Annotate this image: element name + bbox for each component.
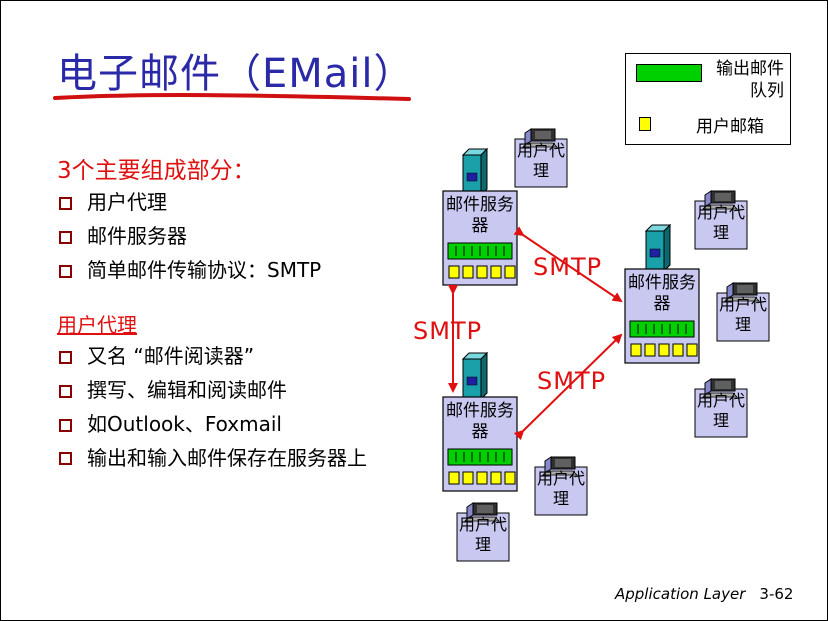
user-agent-4 — [694, 378, 748, 438]
mailbox-legend-label: 用户邮箱 — [696, 117, 764, 137]
mail-server-bottom — [442, 352, 518, 492]
mail-server-right — [624, 224, 700, 364]
page-number: 3-62 — [759, 585, 794, 603]
list-item: 又名 “邮件阅读器” — [57, 339, 397, 373]
list-item: 用户代理 — [57, 185, 321, 219]
legend: 输出邮件队列 用户邮箱 — [625, 53, 791, 145]
mail-server-top — [442, 148, 518, 286]
user-agent-3 — [716, 282, 770, 342]
mailbox-legend-swatch — [639, 117, 651, 131]
user-agent-5 — [534, 456, 588, 516]
smtp-label: SMTP — [537, 367, 607, 395]
list-item: 如Outlook、Foxmail — [57, 407, 397, 441]
user-agent-6 — [456, 502, 510, 562]
components-heading: 3个主要组成部分： — [57, 158, 256, 184]
list-item: 简单邮件传输协议：SMTP — [57, 253, 321, 287]
smtp-label: SMTP — [533, 253, 603, 281]
list-item: 撰写、编辑和阅读邮件 — [57, 373, 397, 407]
list-item: 邮件服务器 — [57, 219, 321, 253]
user-agent-list: 又名 “邮件阅读器” 撰写、编辑和阅读邮件 如Outlook、Foxmail 输… — [57, 339, 397, 471]
components-list: 用户代理 邮件服务器 简单邮件传输协议：SMTP — [57, 185, 321, 287]
queue-legend-label: 输出邮件队列 — [716, 59, 784, 101]
slide-footer: Application Layer 3-62 — [615, 585, 793, 603]
queue-legend-swatch — [636, 64, 702, 82]
smtp-label: SMTP — [413, 317, 483, 345]
user-agent-2 — [694, 190, 748, 250]
user-agent-heading: 用户代理 — [57, 313, 137, 337]
smtp-arrow-top — [513, 226, 623, 303]
user-agent-1 — [514, 128, 568, 188]
list-item: 输出和输入邮件保存在服务器上 — [57, 445, 397, 471]
course-name: Application Layer — [615, 585, 746, 603]
smtp-arrow-bottom — [513, 333, 623, 441]
slide-title: 电子邮件（EMail） — [57, 51, 415, 97]
title-underline — [53, 93, 411, 101]
